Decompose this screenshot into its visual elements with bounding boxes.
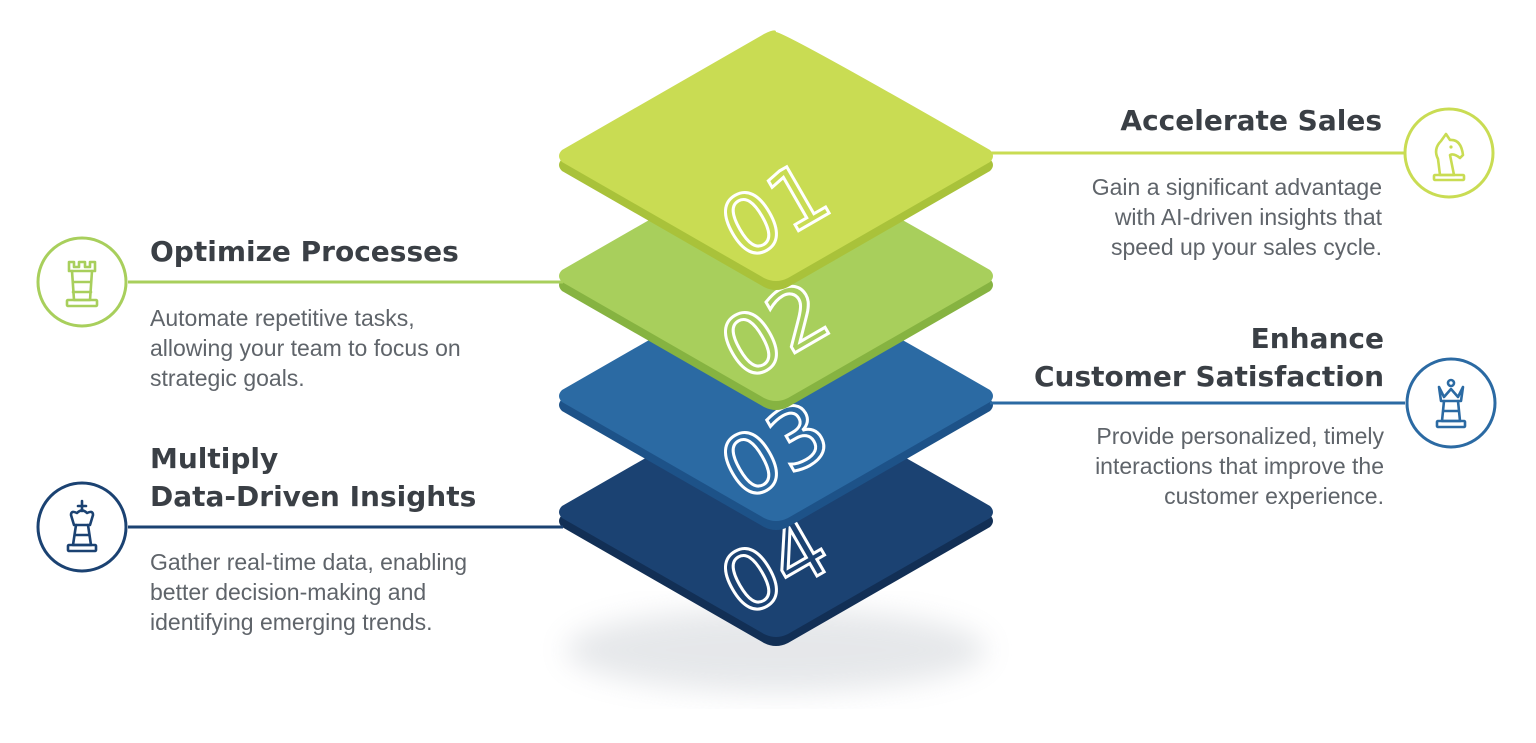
stack-shadow bbox=[566, 608, 986, 692]
layer-face bbox=[559, 30, 993, 282]
title-line: Accelerate Sales bbox=[1120, 104, 1382, 137]
title-line: Optimize Processes bbox=[150, 235, 459, 268]
enhance-customer-satisfaction-title: Enhance Customer Satisfaction bbox=[924, 320, 1384, 396]
optimize-processes-title: Optimize Processes bbox=[150, 233, 570, 271]
description-line: Gather real-time data, enabling bbox=[150, 549, 468, 575]
multiply-data-driven-insights-description: Gather real-time data, enabling better d… bbox=[150, 547, 570, 637]
title-line: Customer Satisfaction bbox=[1033, 360, 1384, 393]
description-line: better decision-making and bbox=[150, 579, 427, 605]
chess-queen-icon bbox=[1405, 357, 1497, 449]
chess-rook-icon bbox=[36, 236, 128, 328]
description-line: identifying emerging trends. bbox=[150, 609, 433, 635]
accelerate-sales-title: Accelerate Sales bbox=[922, 102, 1382, 140]
description-line: with AI-driven insights that bbox=[1114, 204, 1382, 230]
description-line: Provide personalized, timely bbox=[1096, 423, 1384, 449]
title-line: Enhance bbox=[1250, 322, 1384, 355]
enhance-customer-satisfaction-description: Provide personalized, timely interaction… bbox=[924, 421, 1384, 511]
description-line: Automate repetitive tasks, bbox=[150, 305, 415, 331]
title-line: Data-Driven Insights bbox=[150, 480, 477, 513]
description-line: allowing your team to focus on bbox=[150, 335, 461, 361]
description-line: Gain a significant advantage bbox=[1091, 174, 1382, 200]
chess-king-icon bbox=[36, 481, 128, 573]
description-line: strategic goals. bbox=[150, 365, 305, 391]
description-line: interactions that improve the bbox=[1095, 453, 1384, 479]
description-line: customer experience. bbox=[1164, 483, 1384, 509]
chess-knight-icon bbox=[1403, 107, 1495, 199]
description-line: speed up your sales cycle. bbox=[1110, 234, 1382, 260]
accelerate-sales-description: Gain a significant advantage with AI-dri… bbox=[922, 172, 1382, 262]
title-line: Multiply bbox=[150, 442, 279, 475]
layer-01: 01 bbox=[559, 30, 993, 291]
multiply-data-driven-insights-title: Multiply Data-Driven Insights bbox=[150, 440, 570, 516]
optimize-processes-description: Automate repetitive tasks, allowing your… bbox=[150, 303, 570, 393]
